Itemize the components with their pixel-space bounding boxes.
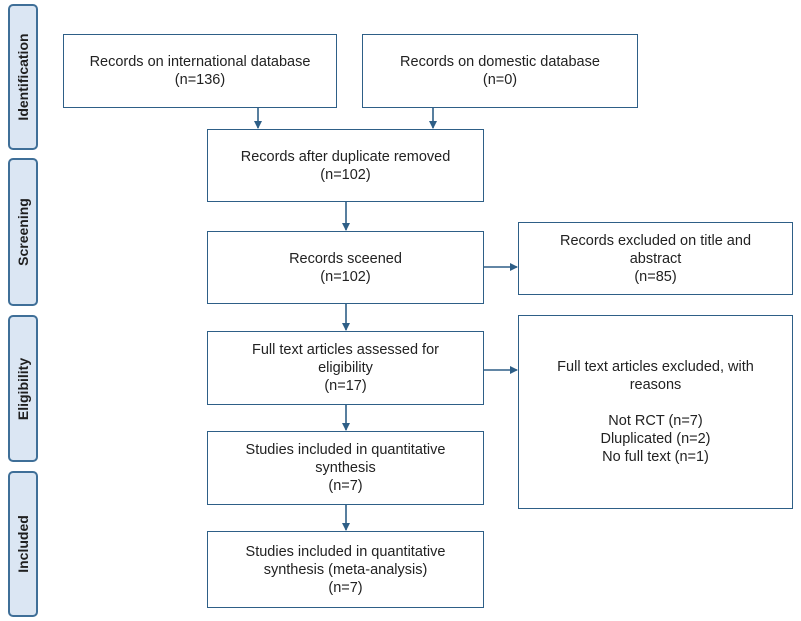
excluded-reason-item: Not RCT (n=7) xyxy=(608,413,703,429)
box-international-records-count: (n=136) xyxy=(174,72,226,88)
box-records-screened: Records sceened (n=102) xyxy=(207,231,484,304)
box-full-text-excluded-line1: Full text articles excluded, with xyxy=(557,359,754,375)
box-duplicates-removed: Records after duplicate removed (n=102) xyxy=(207,129,484,202)
box-quantitative-synthesis: Studies included in quantitative synthes… xyxy=(207,431,484,505)
box-excluded-title-abstract-line2: abstract xyxy=(629,250,682,267)
box-quantitative-synthesis-count: (n=7) xyxy=(328,478,363,494)
box-quantitative-synthesis-line1: Studies included in quantitative xyxy=(245,442,446,458)
box-full-text-excluded-line2: reasons xyxy=(629,377,682,393)
box-domestic-records-count: (n=0) xyxy=(482,72,518,88)
box-excluded-title-abstract: Records excluded on title and abstract (… xyxy=(518,222,793,295)
box-full-text-assessed-count: (n=17) xyxy=(324,378,367,394)
box-international-records-title: Records on international database xyxy=(89,54,311,70)
box-quantitative-synthesis-line2: synthesis xyxy=(315,460,376,476)
box-duplicates-removed-count: (n=102) xyxy=(320,166,371,183)
box-excluded-title-abstract-line1: Records excluded on title and xyxy=(559,232,752,249)
box-full-text-assessed-line1: Full text articles assessed for xyxy=(252,342,439,358)
excluded-reason-item: No full text (n=1) xyxy=(602,449,709,465)
box-full-text-assessed-line2: eligibility xyxy=(318,360,373,376)
box-duplicates-removed-title: Records after duplicate removed xyxy=(240,148,451,165)
box-records-screened-count: (n=102) xyxy=(320,268,371,285)
phase-eligibility: Eligibility xyxy=(8,315,38,462)
phase-included: Included xyxy=(8,471,38,617)
box-meta-analysis-count: (n=7) xyxy=(328,579,363,596)
box-meta-analysis: Studies included in quantitative synthes… xyxy=(207,531,484,608)
box-international-records: Records on international database (n=136… xyxy=(63,34,337,108)
box-full-text-assessed: Full text articles assessed for eligibil… xyxy=(207,331,484,405)
box-meta-analysis-line2: synthesis (meta-analysis) xyxy=(263,561,428,578)
phase-screening: Screening xyxy=(8,158,38,306)
box-domestic-records: Records on domestic database (n=0) xyxy=(362,34,638,108)
phase-identification: Identification xyxy=(8,4,38,150)
box-excluded-title-abstract-count: (n=85) xyxy=(634,268,677,285)
excluded-reason-item: Dluplicated (n=2) xyxy=(600,431,711,447)
box-meta-analysis-line1: Studies included in quantitative xyxy=(245,543,446,560)
box-records-screened-title: Records sceened xyxy=(289,250,402,267)
box-full-text-excluded: Full text articles excluded, with reason… xyxy=(518,315,793,509)
box-domestic-records-title: Records on domestic database xyxy=(400,54,600,70)
